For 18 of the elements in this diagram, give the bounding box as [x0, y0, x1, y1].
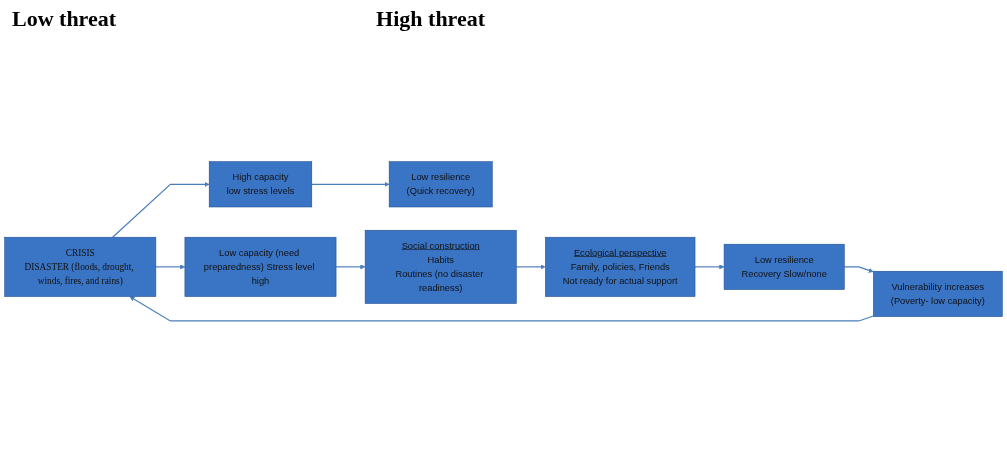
arrow [515, 264, 546, 270]
node-box: Low capacity (need preparedness) Stress level high [184, 236, 337, 297]
node-box: CRISIS DISASTER (floods, drought, winds, fires, and rains) [4, 236, 157, 297]
node-box: Low resilience Recovery Slow/none [723, 243, 845, 290]
heading-label: High threat [376, 6, 486, 33]
arrow [843, 266, 874, 273]
arrow [112, 181, 210, 238]
arrow [694, 264, 725, 270]
node-box: High capacity low stress levels [208, 161, 313, 207]
arrow [311, 181, 390, 187]
arrow [335, 264, 366, 270]
arrow [155, 264, 186, 270]
node-box: Vulnerability increases (Poverty- low capacity) [873, 270, 1003, 317]
heading-label: Low threat [12, 6, 117, 33]
node-box: Ecological perspective Family, policies, Friends Not ready for actual support [545, 236, 696, 297]
node-box: Low resilience (Quick recovery) [388, 161, 493, 207]
arrow [129, 296, 874, 322]
node-box: Social construction Habits Routines (no disaster readiness) [364, 229, 517, 304]
